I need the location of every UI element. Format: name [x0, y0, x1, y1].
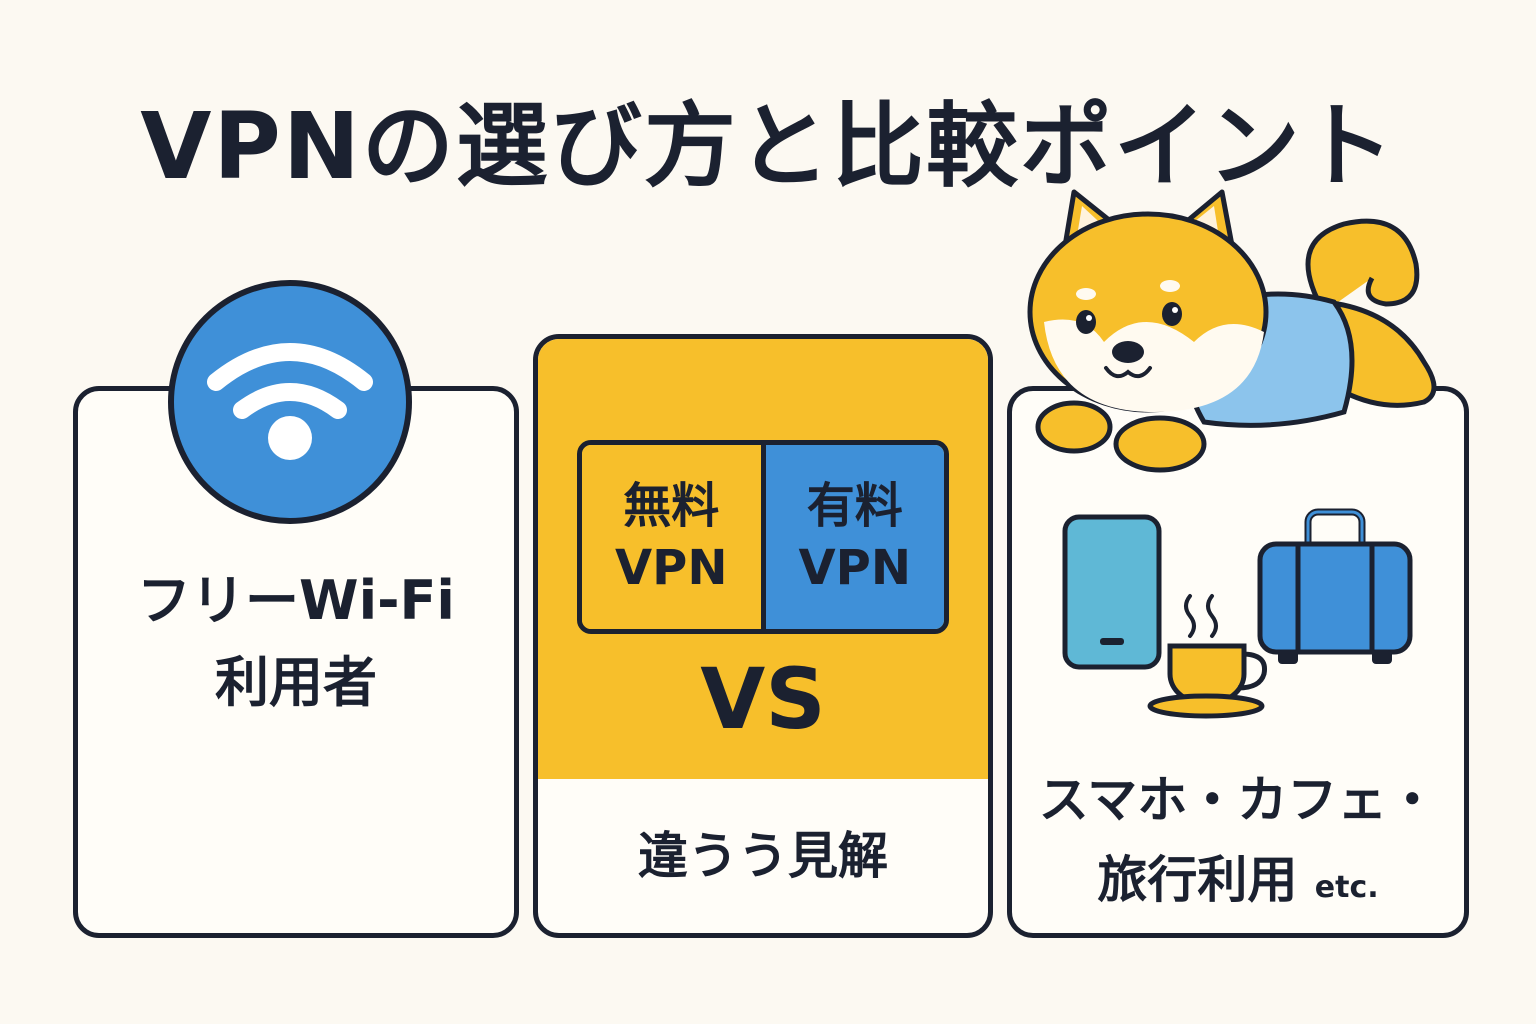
usage-scenes-line2: 旅行利用 — [1097, 851, 1298, 909]
paid-vpn-line2: VPN — [798, 540, 912, 596]
smartphone-icon — [1062, 514, 1162, 670]
free-wifi-line1: フリーWi-Fi — [137, 569, 455, 632]
paid-vpn-cell: 有料 VPN — [765, 445, 944, 629]
free-wifi-label: フリーWi-Fi 利用者 — [73, 560, 519, 724]
usage-scenes-line2-wrap: 旅行利用 etc. — [1007, 840, 1469, 928]
usage-scenes-line1: スマホ・カフェ・ — [1038, 771, 1438, 829]
vpn-comparison-box: 無料 VPN 有料 VPN — [577, 440, 949, 634]
coffee-cup-icon — [1144, 590, 1274, 724]
usage-scenes-label: スマホ・カフェ・ 旅行利用 etc. — [1007, 760, 1469, 928]
wifi-icon — [166, 278, 414, 526]
different-views-label: 違うう見解 — [638, 827, 888, 885]
paid-vpn-line1: 有料 — [806, 478, 903, 534]
page-title: VPNの選び方と比較ポイント — [140, 93, 1396, 200]
free-wifi-line2: 利用者 — [215, 651, 377, 714]
shiba-dog-illustration — [1024, 182, 1454, 482]
etc-label: etc. — [1314, 870, 1379, 905]
free-vpn-cell: 無料 VPN — [582, 445, 766, 629]
free-vpn-line1: 無料 — [623, 478, 720, 534]
suitcase-icon — [1256, 506, 1414, 668]
free-vpn-line2: VPN — [615, 540, 728, 596]
vs-label: VS — [700, 650, 826, 748]
